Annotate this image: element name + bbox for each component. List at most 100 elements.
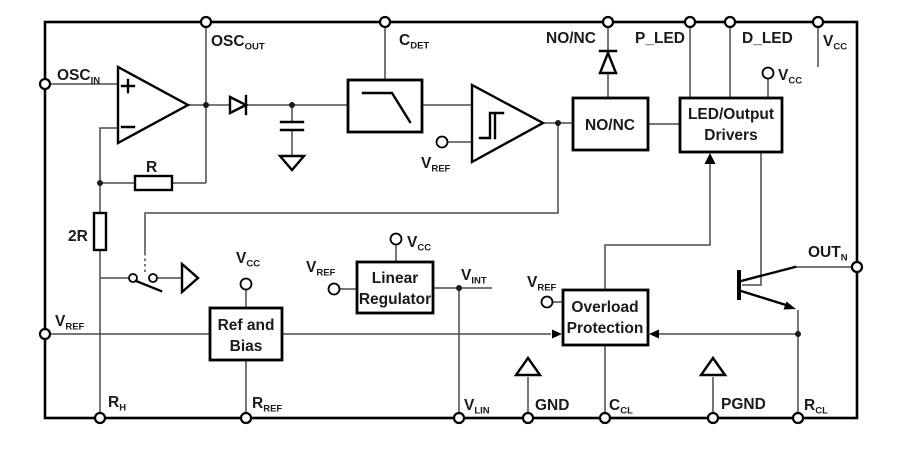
pin-v-lin xyxy=(452,411,466,425)
switch-contact-left xyxy=(128,273,138,283)
switch-blade xyxy=(134,279,163,293)
linear-regulator-label-1: Linear xyxy=(372,270,419,287)
pin-vref xyxy=(38,327,52,341)
label-vref-pin: VREF xyxy=(55,313,85,333)
lowpass-curve-icon xyxy=(361,91,412,124)
led-drivers-label-2: Drivers xyxy=(704,127,757,144)
filter-block xyxy=(346,78,424,134)
pin-terminals xyxy=(38,15,864,425)
tap-vcc-drivers xyxy=(761,66,775,80)
block-no-nc: NO/NC xyxy=(571,96,650,152)
label-v-int: VINT xyxy=(461,267,487,287)
pin-osc-in xyxy=(38,77,52,91)
comparator-symbol xyxy=(470,82,546,165)
buffer-symbol xyxy=(180,261,200,295)
label-out-n: OUTN xyxy=(808,244,848,264)
overload-label-1: Overload xyxy=(571,299,638,316)
zener-diode-icon xyxy=(598,49,618,75)
junction-dots xyxy=(97,102,801,337)
label-vcc-linreg: VCC xyxy=(407,234,431,254)
ground-icon xyxy=(277,154,307,172)
label-gnd: GND xyxy=(535,397,569,414)
resistor-2r xyxy=(92,211,108,252)
led-drivers-label-1: LED/Output xyxy=(688,106,774,123)
transistor-base-bar xyxy=(737,270,741,300)
pin-vcc xyxy=(811,15,825,29)
pin-pgnd xyxy=(706,411,720,425)
label-osc-in: OSCIN xyxy=(57,67,100,87)
block-ref-and-bias: Ref and Bias xyxy=(208,306,284,362)
label-osc-out: OSCOUT xyxy=(211,33,265,53)
tap-vcc-linreg xyxy=(389,232,403,246)
ref-bias-label-1: Ref and xyxy=(218,317,275,334)
ref-bias-box xyxy=(208,306,284,362)
label-r-ref: RREF xyxy=(252,395,282,415)
arrowheads xyxy=(552,153,796,339)
ref-bias-label-2: Bias xyxy=(230,338,263,355)
tap-vref-linreg xyxy=(327,282,341,296)
tap-vcc-refbias xyxy=(239,277,253,291)
pin-r-cl xyxy=(791,411,805,425)
label-vcc-refbias: VCC xyxy=(236,250,260,270)
hysteresis-icon xyxy=(478,111,505,140)
opamp-symbol xyxy=(116,64,191,146)
led-drivers-box xyxy=(678,96,784,154)
junction-dot xyxy=(203,102,209,108)
label-p-led: P_LED xyxy=(635,30,685,47)
label-vref-comparator: VREF xyxy=(421,155,451,175)
label-r-h: RH xyxy=(108,394,126,414)
linear-regulator-box xyxy=(355,260,435,315)
pin-r-ref xyxy=(239,411,253,425)
transistor-npn xyxy=(739,265,797,307)
label-r: R xyxy=(146,159,157,176)
label-d-led: D_LED xyxy=(742,30,793,47)
tap-vref-comparator xyxy=(435,135,449,149)
label-no-nc-pin: NO/NC xyxy=(546,30,596,47)
wires xyxy=(50,27,852,413)
block-overload-protection: Overload Protection xyxy=(561,288,650,347)
junction-dot xyxy=(97,180,103,186)
gnd-arrow-icon xyxy=(513,355,543,377)
overload-protection-box xyxy=(561,288,650,347)
pgnd-arrow-icon xyxy=(698,355,728,377)
label-vcc-pin: VCC xyxy=(823,33,847,53)
junction-dot xyxy=(289,102,295,108)
tap-vref-overload xyxy=(540,295,554,309)
arrow-into-overload-right xyxy=(649,329,659,339)
pin-out-n xyxy=(850,260,864,274)
net-output-stage xyxy=(607,27,852,413)
resistor-r xyxy=(133,174,174,192)
chip-boundary xyxy=(43,20,859,420)
arrow-into-overload-left xyxy=(552,329,562,339)
pin-c-det xyxy=(378,15,392,29)
junction-dot xyxy=(555,120,561,126)
label-vref-linreg: VREF xyxy=(306,259,336,279)
pin-p-led xyxy=(683,15,697,29)
switch-contact-right xyxy=(148,273,158,283)
pin-c-cl xyxy=(598,411,612,425)
emitter-arrow xyxy=(783,301,796,310)
function-blocks: NO/NC LED/Output Drivers Ref and Bias Li… xyxy=(208,96,784,362)
junction-dot xyxy=(795,331,801,337)
no-nc-block-label: NO/NC xyxy=(585,117,635,134)
label-pgnd: PGND xyxy=(721,396,766,413)
label-c-det: CDET xyxy=(399,32,429,52)
block-led-output-drivers: LED/Output Drivers xyxy=(678,96,784,154)
pin-osc-out xyxy=(199,15,213,29)
label-v-lin: VLIN xyxy=(464,397,490,417)
junction-dot xyxy=(456,285,462,291)
signal-labels: OSCIN OSCOUT CDET NO/NC P_LED D_LED VCC … xyxy=(55,30,848,417)
pin-no-nc xyxy=(601,15,615,29)
linear-regulator-label-2: Regulator xyxy=(359,291,431,308)
pin-r-h xyxy=(93,411,107,425)
pin-gnd xyxy=(521,411,535,425)
capacitor-icon xyxy=(279,120,305,132)
opamp-plus-minus xyxy=(120,78,136,129)
label-r-cl: RCL xyxy=(804,397,828,417)
pin-d-led xyxy=(723,15,737,29)
label-2r: 2R xyxy=(68,228,88,245)
label-vref-overload: VREF xyxy=(527,274,557,294)
net-supply-reference xyxy=(50,164,714,413)
